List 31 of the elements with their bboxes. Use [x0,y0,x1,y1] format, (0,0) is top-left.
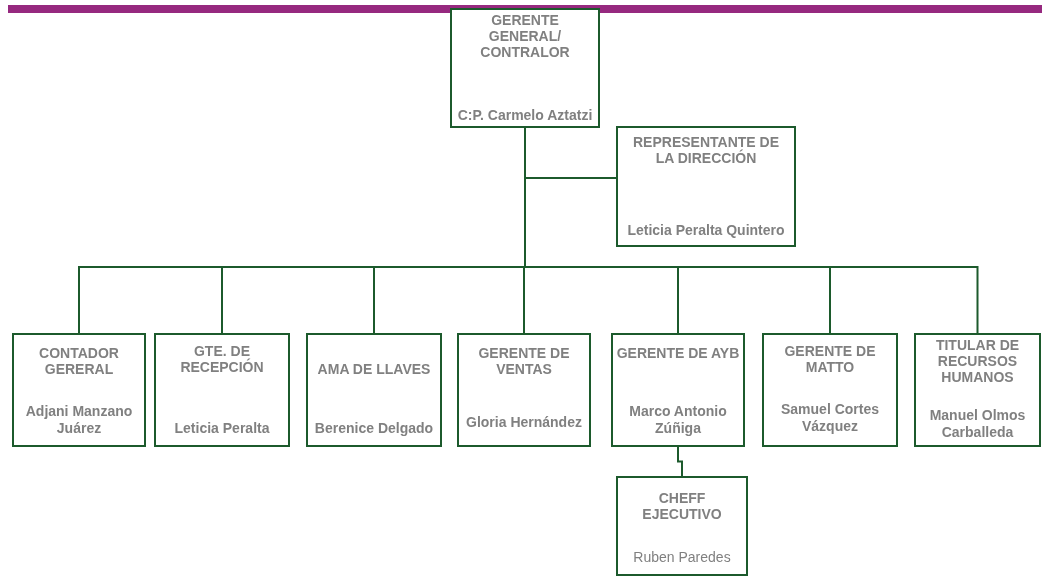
position-title: GTE. DE RECEPCIÓN [179,343,265,375]
position-title: GERENTE DE VENTAS [477,345,571,377]
position-title: GERENTE DE AYB [616,345,740,361]
position-title: TITULAR DE RECURSOS HUMANOS [934,337,1021,385]
position-box [306,333,442,447]
person-name: C:P. Carmelo Aztatzi [457,107,593,124]
position-box [457,333,591,447]
position-box [616,476,748,576]
position-box [450,8,600,128]
position-title: GERENTE DE MATTO [783,343,877,375]
person-name: Samuel Cortes Vázquez [779,401,880,435]
position-title: CHEFF EJECUTIVO [641,490,723,522]
position-box [762,333,898,447]
person-name: Manuel Olmos Carballeda [928,407,1027,441]
position-title: AMA DE LLAVES [317,361,431,377]
position-box [611,333,745,447]
person-name: Berenice Delgado [314,420,434,437]
person-name: Leticia Peralta [174,420,270,437]
position-box [616,126,796,247]
position-title: GERENTE GENERAL/ CONTRALOR [479,12,571,60]
person-name: Gloria Hernández [466,414,582,431]
person-name: Marco Antonio Zúñiga [628,403,728,437]
position-box [12,333,146,447]
person-name: Adjani Manzano Juárez [24,403,134,437]
position-box [154,333,290,447]
connector-line [677,446,683,477]
position-title: REPRESENTANTE DE LA DIRECCIÓN [632,134,780,166]
person-name: Ruben Paredes [633,549,731,566]
position-title: CONTADOR GERERAL [38,345,120,377]
person-name: Leticia Peralta Quintero [627,222,785,239]
position-box [914,333,1041,447]
